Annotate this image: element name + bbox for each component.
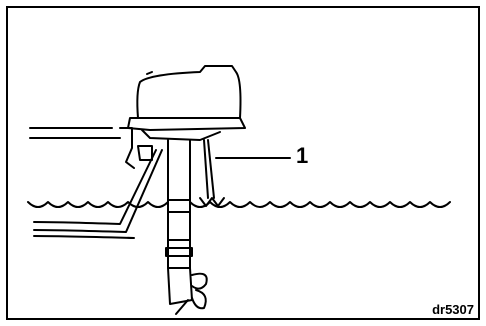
- callout-number: 1: [296, 143, 309, 168]
- engine-cowling: [127, 65, 246, 141]
- water-surface: [27, 201, 451, 208]
- tiller-arm: [33, 149, 163, 239]
- cooling-water-jet: [199, 139, 225, 207]
- figure-frame: [6, 6, 480, 320]
- figure-code: dr5307: [432, 302, 474, 317]
- boat-hull-lines: [29, 127, 121, 139]
- lower-unit-propeller: [167, 267, 208, 315]
- drive-leg: [165, 139, 193, 269]
